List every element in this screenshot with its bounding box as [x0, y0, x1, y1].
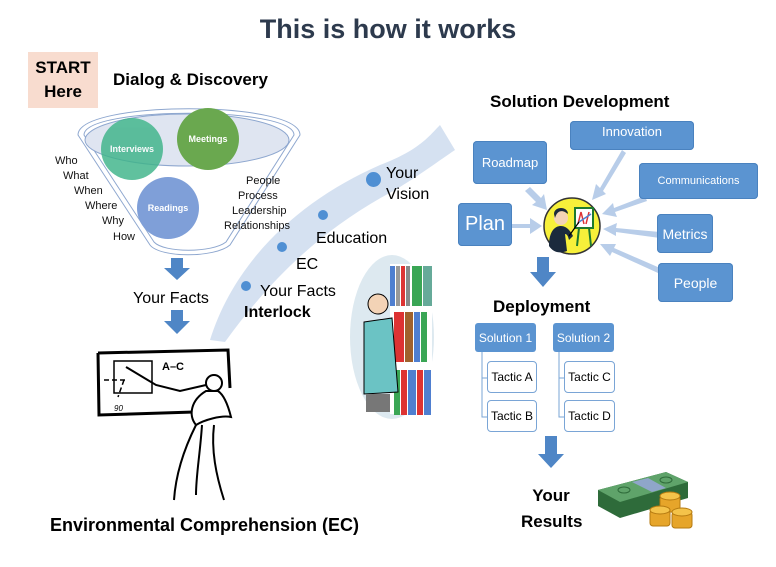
board-small-text: 90: [114, 404, 123, 413]
question-why: Why: [102, 215, 124, 227]
solution-1-box: Solution 1: [475, 323, 536, 352]
arrow-down-icon: [538, 436, 564, 468]
question-where: Where: [85, 200, 118, 212]
tactic-b-box: Tactic B: [487, 400, 537, 432]
tactic-c-box: Tactic C: [564, 361, 615, 393]
money-icon: [598, 472, 693, 529]
step-dot-ec: [277, 242, 287, 252]
input-metrics: Metrics: [657, 214, 713, 253]
start-label: START: [35, 58, 91, 77]
presenter-clipart: 90 A–C: [96, 348, 233, 501]
readings-label: Readings: [147, 203, 189, 213]
step-education: Education: [316, 230, 388, 247]
librarian-clipart: [350, 255, 434, 419]
topic-leadership: Leadership: [232, 205, 287, 217]
ec-caption: Environmental Comprehension (EC): [50, 515, 360, 535]
input-plan: Plan: [458, 203, 512, 246]
start-here-box: START Here: [28, 52, 98, 108]
input-innovation: Innovation: [570, 121, 694, 150]
step-dot-vision: [366, 172, 381, 187]
input-people: People: [658, 263, 733, 302]
dialog-discovery-heading: Dialog & Discovery: [113, 70, 268, 89]
interlock-label: Interlock: [244, 304, 311, 321]
deployment-heading: Deployment: [493, 297, 591, 316]
results-line-2: Results: [521, 512, 583, 531]
step-dot-facts: [241, 281, 251, 291]
results-line-1: Your: [532, 486, 570, 505]
step-ec: EC: [296, 256, 319, 273]
tactic-a-box: Tactic A: [487, 361, 537, 393]
your-results-label: Your Results: [521, 483, 583, 535]
step-your-facts: Your Facts: [260, 283, 336, 300]
question-how: How: [113, 231, 136, 243]
arrow-down-icon: [164, 258, 190, 280]
topic-people: People: [246, 175, 281, 187]
solution-development-heading: Solution Development: [490, 92, 670, 111]
arrow-down-icon: [164, 310, 190, 334]
solution-2-box: Solution 2: [553, 323, 614, 352]
input-roadmap: Roadmap: [473, 141, 547, 184]
meetings-label: Meetings: [188, 134, 228, 144]
step-dot-education: [318, 210, 328, 220]
your-facts-label: Your Facts: [133, 290, 209, 307]
question-when: When: [74, 185, 103, 197]
here-label: Here: [44, 82, 82, 101]
step-your-vision: Your Vision: [386, 163, 429, 205]
page-title: This is how it works: [259, 14, 517, 44]
interviews-circle: Interviews: [101, 118, 163, 180]
topic-process: Process: [238, 190, 278, 202]
topic-relationships: Relationships: [224, 220, 291, 232]
meetings-circle: Meetings: [177, 108, 239, 170]
vision-line-2: Vision: [386, 186, 430, 203]
board-text: A–C: [162, 361, 184, 373]
presenter-icon: [543, 197, 601, 255]
arrow-down-icon: [530, 257, 556, 287]
vision-line-1: Your: [386, 165, 419, 182]
input-communications: Communications: [639, 163, 758, 199]
question-what: What: [63, 170, 89, 182]
interviews-label: Interviews: [109, 144, 155, 154]
readings-circle: Readings: [137, 177, 199, 239]
question-who: Who: [55, 155, 78, 167]
tactic-d-box: Tactic D: [564, 400, 615, 432]
